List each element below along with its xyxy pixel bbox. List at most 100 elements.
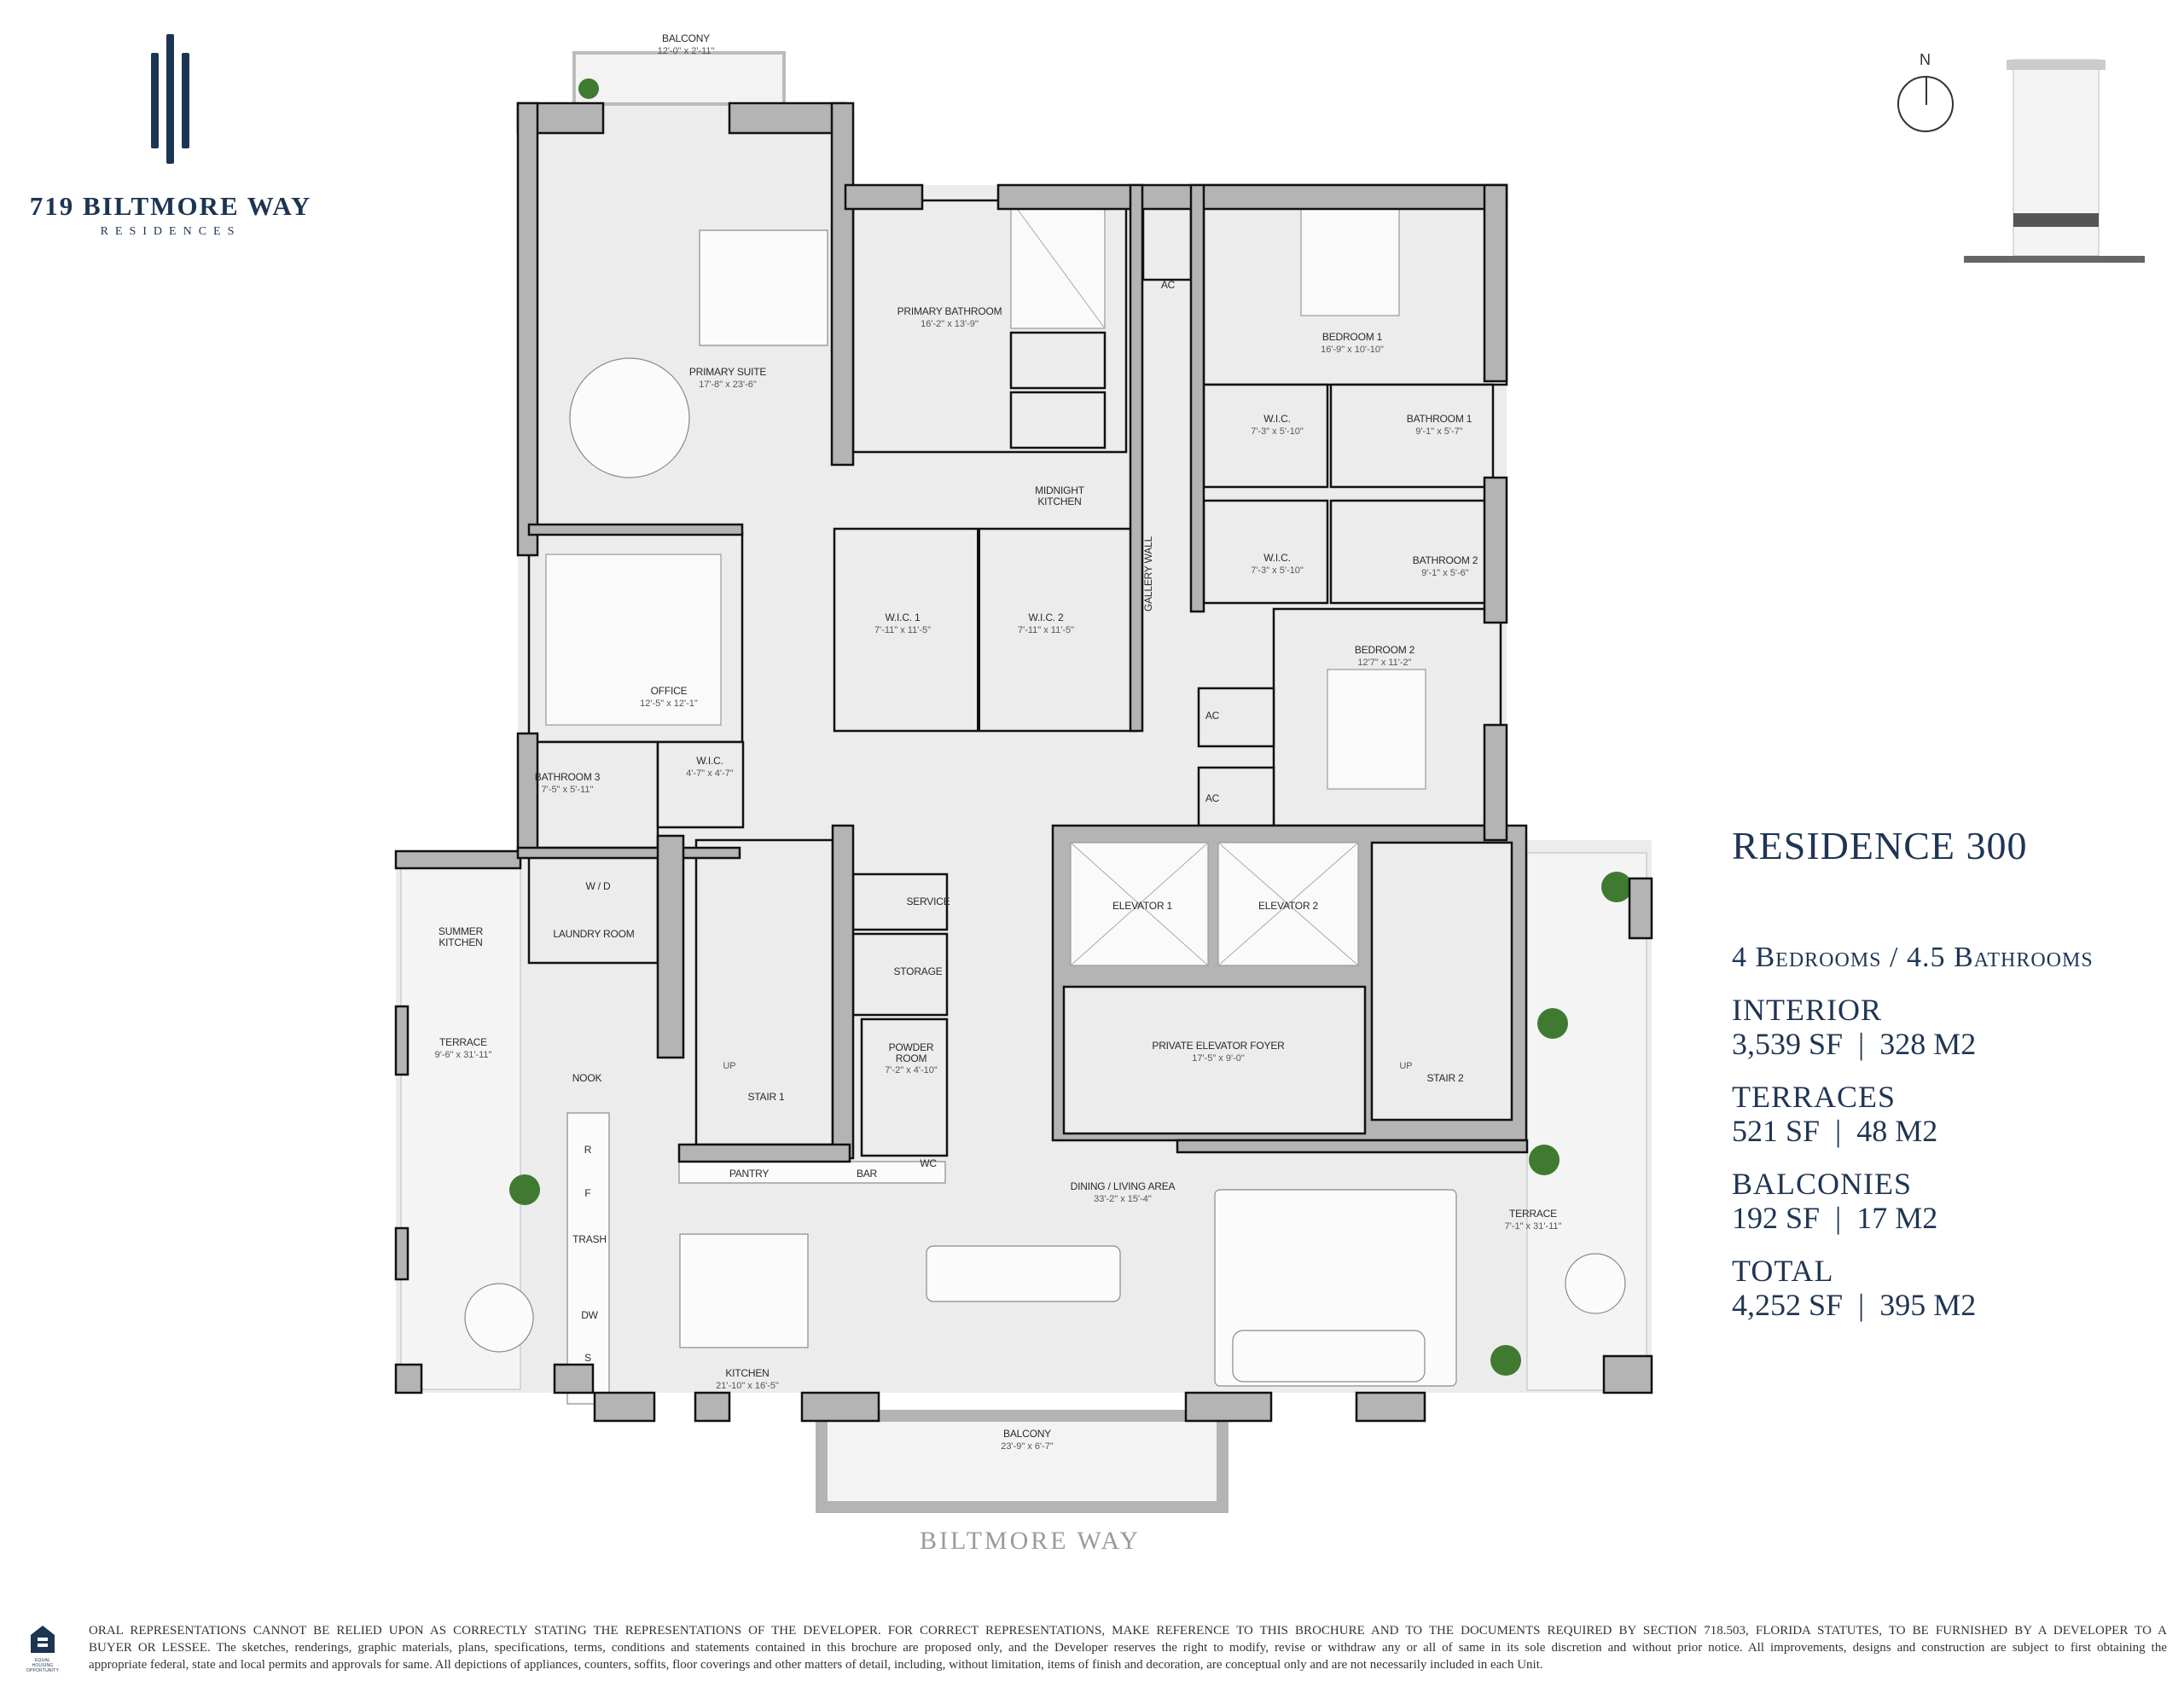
room-label: BEDROOM 2 (1355, 644, 1415, 656)
room-label: DINING / LIVING AREA (1071, 1180, 1176, 1192)
room-label: BALCONY (662, 32, 710, 44)
room-dims: 7'-11" x 11'-5" (1018, 625, 1074, 635)
plant-icon (1537, 1008, 1568, 1039)
room-dims: 12'7" x 11'-2" (1357, 658, 1411, 668)
room-dims: 17'-5" x 9'-0" (1192, 1053, 1245, 1064)
total-value: 4,252 SF | 395 M2 (1732, 1288, 1977, 1322)
laundry-label: LAUNDRY ROOM (553, 928, 634, 940)
wic-b (1202, 499, 1329, 605)
stair-2-room (1370, 841, 1513, 1122)
ac-room-2 (1197, 766, 1275, 827)
balcony-bottom (816, 1410, 1228, 1513)
street-name: BILTMORE WAY (920, 1527, 1141, 1555)
ac-label: AC (1205, 792, 1220, 804)
stair-1-label: STAIR 1 (747, 1091, 785, 1103)
residence-specs: RESIDENCE 300 4 Bedrooms / 4.5 Bathrooms… (1732, 823, 2094, 1322)
up-label: UP (1399, 1061, 1412, 1071)
room-label: W.I.C. 1 (885, 612, 921, 623)
midnight-kitchen-label: KITCHEN (1037, 496, 1081, 507)
terrace-table (1565, 1253, 1626, 1314)
room-label: PRIMARY BATHROOM (897, 305, 1002, 317)
wic-a (1202, 383, 1329, 489)
room-dims: 9'-1" x 5'-7" (1415, 426, 1463, 437)
room-label: PRIMARY SUITE (689, 366, 767, 378)
elevator-2-label: ELEVATOR 2 (1258, 900, 1319, 912)
dishwasher-label: DW (581, 1309, 598, 1321)
bed-2 (1327, 669, 1426, 790)
room-dims: 7'-1" x 31'-11" (1505, 1221, 1562, 1232)
midnight-kitchen-label: MIDNIGHT (1035, 484, 1085, 496)
residence-title: RESIDENCE 300 (1732, 824, 2028, 867)
plant-icon (509, 1174, 540, 1205)
room-label: TERRACE (1509, 1208, 1557, 1220)
gallery-wall-label: GALLERY WALL (1142, 536, 1154, 612)
service-label: SERVICE (906, 896, 950, 907)
summer-kitchen-label: SUMMER (439, 925, 484, 937)
terraces-label: TERRACES (1732, 1080, 1896, 1114)
room-label: BATHROOM 1 (1407, 413, 1472, 425)
foyer-room (1062, 985, 1367, 1135)
balconies-label: BALCONIES (1732, 1167, 1913, 1201)
sofa (1232, 1330, 1426, 1383)
room-label: W.I.C. (1263, 552, 1290, 564)
room-label: OFFICE (651, 685, 688, 697)
room-label: TERRACE (439, 1036, 487, 1048)
room-label: KITCHEN (725, 1367, 769, 1379)
plant-icon (1529, 1145, 1560, 1175)
room-dims: 33'-2" x 15'-4" (1094, 1194, 1152, 1204)
room-dims: 21'-10" x 16'-5" (716, 1381, 779, 1391)
primary-rug-round (569, 357, 690, 478)
room-label: BEDROOM 1 (1322, 331, 1383, 343)
room-dims: 17'-8" x 23'-6" (699, 380, 757, 390)
disclaimer-line: BUYER OR LESSEE. The sketches, rendering… (89, 1641, 2167, 1655)
elevator-1-label: ELEVATOR 1 (1112, 900, 1173, 912)
room-dims: 7'-3" x 5'-10" (1251, 426, 1304, 437)
brand-logo: 719 BILTMORE WAY RESIDENCES (17, 34, 324, 239)
legal-disclaimer: ORAL REPRESENTATIONS CANNOT BE RELIED UP… (89, 1622, 2167, 1673)
room-label: PRIVATE ELEVATOR FOYER (1152, 1040, 1285, 1052)
ac-label: AC (1161, 279, 1176, 291)
building-elevation-icon (1964, 59, 2145, 263)
bed-bath-count: 4 Bedrooms / 4.5 Bathrooms (1732, 942, 2094, 973)
summer-table (464, 1283, 534, 1353)
nook-label: NOOK (572, 1072, 602, 1084)
pantry-label: PANTRY (729, 1168, 770, 1180)
stair-1-room (694, 838, 834, 1146)
room-dims: 7'-3" x 5'-10" (1251, 565, 1304, 576)
disclaimer-line: appropriate federal, state and local per… (89, 1658, 1543, 1672)
room-dims: 12'-0" x 2'-11" (658, 46, 715, 56)
bed-1 (1300, 204, 1400, 316)
balcony-top (572, 51, 786, 106)
room-dims: 12'-5" x 12'-1" (640, 699, 698, 709)
powder-label: ROOM (896, 1052, 927, 1064)
wc-2 (1009, 391, 1107, 449)
equal-housing-text: EQUAL HOUSING OPPORTUNITY (26, 1658, 60, 1673)
powder-room (860, 1017, 949, 1157)
wc-label: WC (920, 1157, 937, 1169)
primary-bed (699, 229, 828, 346)
powder-label: POWDER (889, 1041, 934, 1053)
pantry-bar-counter (678, 1161, 946, 1184)
storage-room (851, 932, 949, 1017)
kitchen-appliance-column (566, 1112, 610, 1405)
office-rug (545, 554, 722, 726)
interior-value: 3,539 SF | 328 M2 (1732, 1027, 1977, 1061)
trash-label: TRASH (572, 1233, 607, 1245)
summer-kitchen-label: KITCHEN (439, 936, 482, 948)
dining-table (926, 1245, 1121, 1302)
up-label: UP (723, 1061, 735, 1071)
room-label: W.I.C. (696, 755, 723, 767)
room-dims: 23'-9" x 6'-7" (1001, 1441, 1054, 1452)
room-dims: 7'-11" x 11'-5" (874, 625, 931, 635)
storage-label: STORAGE (893, 965, 942, 977)
room-dims: 16'-9" x 10'-10" (1321, 345, 1384, 355)
equal-housing-icon (31, 1626, 55, 1653)
room-label: W.I.C. (1263, 413, 1290, 425)
plant-icon (578, 78, 599, 99)
terraces-value: 521 SF | 48 M2 (1732, 1114, 1938, 1148)
bar-label: BAR (857, 1168, 878, 1180)
equal-housing-logo: EQUAL HOUSING OPPORTUNITY (26, 1625, 60, 1673)
laundry-room (527, 855, 659, 965)
room-label: BATHROOM 2 (1413, 554, 1478, 566)
compass-icon (1897, 76, 1954, 132)
